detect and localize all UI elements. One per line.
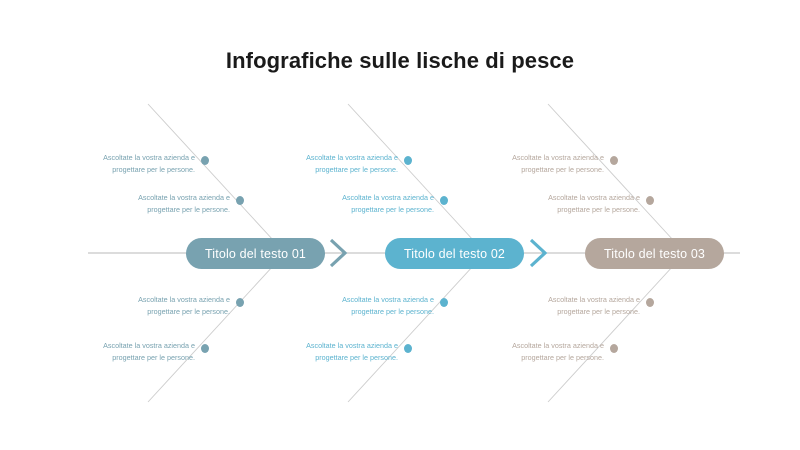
stage-pill-label: Titolo del testo 03 <box>603 246 706 261</box>
bone-line-stage-02-0 <box>347 103 486 254</box>
stage-pill-stage-01[interactable]: Titolo del testo 01 <box>186 238 325 269</box>
branch-node-dot[interactable] <box>646 298 654 307</box>
branch-label-line: progettare per le persone. <box>147 204 230 214</box>
branch-label-line: Ascoltate la vostra azienda e <box>138 193 230 202</box>
bone-line-stage-01-0 <box>147 103 286 254</box>
branch-label: Ascoltate la vostra azienda e progettare … <box>544 294 640 317</box>
chevron-arrow-icon <box>329 238 348 268</box>
branch-label-line: progettare per le persone. <box>112 352 195 362</box>
branch-label: Ascoltate la vostra azienda e progettare … <box>134 192 230 215</box>
branch-label: Ascoltate la vostra azienda e progettare … <box>338 192 434 215</box>
branch-label-line: progettare per le persone. <box>521 352 604 362</box>
branch-label-line: progettare per le persone. <box>112 164 195 174</box>
branch-node-dot[interactable] <box>236 196 244 205</box>
branch-label: Ascoltate la vostra azienda e progettare … <box>302 340 398 363</box>
bone-line-stage-03-1 <box>547 252 686 403</box>
branch-label: Ascoltate la vostra azienda e progettare … <box>508 340 604 363</box>
branch-label-line: Ascoltate la vostra azienda e <box>103 153 195 162</box>
branch-label-line: Ascoltate la vostra azienda e <box>306 153 398 162</box>
branch-node-dot[interactable] <box>201 156 209 165</box>
bone-line-stage-03-0 <box>547 103 686 254</box>
branch-node-dot[interactable] <box>440 298 448 307</box>
branch-label-line: Ascoltate la vostra azienda e <box>512 153 604 162</box>
branch-label: Ascoltate la vostra azienda e progettare … <box>338 294 434 317</box>
branch-label: Ascoltate la vostra azienda e progettare … <box>544 192 640 215</box>
branch-label-line: progettare per le persone. <box>351 204 434 214</box>
page-title: Infografiche sulle lische di pesce <box>225 48 575 73</box>
branch-node-dot[interactable] <box>404 156 412 165</box>
branch-label-line: Ascoltate la vostra azienda e <box>548 295 640 304</box>
stage-pill-stage-03[interactable]: Titolo del testo 03 <box>585 238 724 269</box>
branch-label: Ascoltate la vostra azienda e progettare … <box>508 152 604 175</box>
branch-node-dot[interactable] <box>440 196 448 205</box>
stage-pill-label: Titolo del testo 01 <box>204 246 307 261</box>
branch-label-line: Ascoltate la vostra azienda e <box>548 193 640 202</box>
branch-label-line: progettare per le persone. <box>147 306 230 316</box>
branch-label: Ascoltate la vostra azienda e progettare … <box>302 152 398 175</box>
branch-node-dot[interactable] <box>201 344 209 353</box>
branch-label: Ascoltate la vostra azienda e progettare … <box>99 340 195 363</box>
branch-label-line: progettare per le persone. <box>557 306 640 316</box>
branch-label-line: progettare per le persone. <box>351 306 434 316</box>
branch-label-line: progettare per le persone. <box>315 352 398 362</box>
branch-label-line: Ascoltate la vostra azienda e <box>512 341 604 350</box>
branch-label: Ascoltate la vostra azienda e progettare … <box>134 294 230 317</box>
branch-label-line: progettare per le persone. <box>521 164 604 174</box>
branch-label-line: progettare per le persone. <box>557 204 640 214</box>
branch-node-dot[interactable] <box>646 196 654 205</box>
branch-label-line: Ascoltate la vostra azienda e <box>342 193 434 202</box>
branch-label: Ascoltate la vostra azienda e progettare … <box>99 152 195 175</box>
branch-label-line: Ascoltate la vostra azienda e <box>138 295 230 304</box>
branch-node-dot[interactable] <box>610 344 618 353</box>
branch-node-dot[interactable] <box>404 344 412 353</box>
stage-pill-label: Titolo del testo 02 <box>403 246 506 261</box>
stage-pill-stage-02[interactable]: Titolo del testo 02 <box>385 238 524 269</box>
chevron-arrow-icon <box>529 238 548 268</box>
bone-line-stage-02-1 <box>347 252 486 403</box>
branch-label-line: Ascoltate la vostra azienda e <box>103 341 195 350</box>
bone-line-stage-01-1 <box>147 252 286 403</box>
branch-label-line: Ascoltate la vostra azienda e <box>306 341 398 350</box>
branch-node-dot[interactable] <box>610 156 618 165</box>
branch-node-dot[interactable] <box>236 298 244 307</box>
branch-label-line: Ascoltate la vostra azienda e <box>342 295 434 304</box>
branch-label-line: progettare per le persone. <box>315 164 398 174</box>
